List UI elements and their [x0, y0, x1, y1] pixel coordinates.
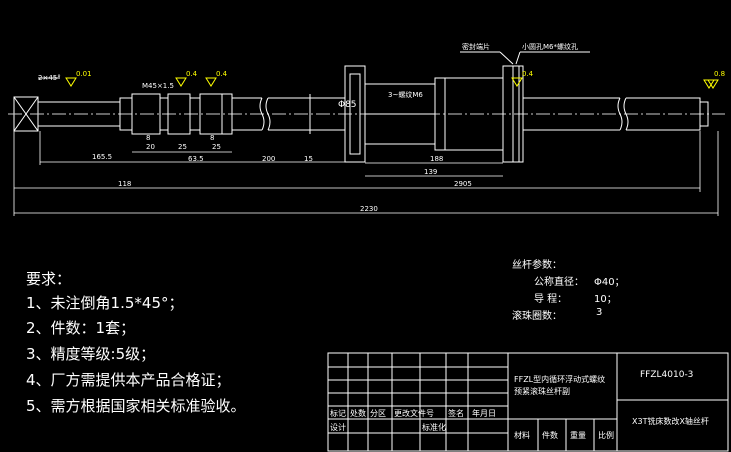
requirements-title: 要求：	[26, 270, 72, 288]
dim-d3: 25	[178, 143, 187, 151]
row-header-3: 分区	[370, 409, 386, 418]
row-header-4: 更改文件号	[394, 409, 434, 418]
design-label: 设计	[330, 423, 346, 432]
requirement-item-1: 1、未注倒角1.5*45°；	[26, 294, 184, 312]
param-label-1: 公称直径：	[534, 277, 584, 288]
bottom-header-2: 件数	[542, 431, 558, 440]
row-header-1: 标记	[330, 409, 346, 418]
dim-d8: 188	[430, 155, 444, 163]
row-header-2: 处数	[350, 409, 366, 418]
requirement-item-2: 2、件数：1套；	[26, 319, 136, 337]
standard-label: 标准化	[422, 423, 446, 432]
param-label-2: 导 程：	[534, 294, 568, 305]
dim-d10: 2905	[454, 180, 472, 188]
part-name: X3T铣床数改X轴丝杆	[632, 417, 709, 426]
chamfer-label: 2×45°	[38, 74, 61, 82]
dim-d5: 25	[212, 143, 221, 151]
tol-label-1: 0.01	[76, 70, 92, 78]
phi85-label: Φ85	[338, 100, 357, 110]
dim-d7: 15	[304, 155, 313, 163]
tol-label-4: 0.4	[522, 70, 534, 78]
dim-w1: 8	[146, 134, 151, 142]
thread-label: M45×1.5	[142, 82, 174, 90]
drawing-number: FFZL4010-3	[640, 370, 694, 380]
tol-label-3: 0.4	[216, 70, 228, 78]
param-value-3: 3	[596, 307, 603, 318]
row-header-6: 年月日	[472, 409, 496, 418]
dim-d11: 118	[118, 180, 132, 188]
product-name: FFZL型内循环浮动式螺纹预紧滚珠丝杆副	[514, 375, 606, 396]
row-header-5: 签名	[448, 409, 464, 418]
dim-d6: 200	[262, 155, 276, 163]
dim-d4: 63.5	[188, 155, 204, 163]
dim-d9: 139	[424, 168, 438, 176]
params-title: 丝杆参数：	[512, 260, 562, 271]
tol-label-7: 0.8	[714, 70, 726, 78]
param-value-1: Φ40；	[594, 277, 625, 288]
seal-end-label: 密封端片	[462, 43, 490, 51]
param-value-2: 10；	[594, 294, 617, 305]
dim-w2: 8	[210, 134, 215, 142]
dim-d2: 20	[146, 143, 155, 151]
requirement-item-5: 5、需方根据国家相关标准验收。	[26, 397, 246, 415]
requirement-item-4: 4、厂方需提供本产品合格证；	[26, 371, 231, 389]
oil-hole-label: 小圆孔M6*螺纹孔	[522, 43, 578, 51]
pitch-note-label: 3~螺纹M6	[388, 91, 423, 99]
dim-total: 2230	[360, 205, 378, 213]
bottom-header-4: 比例	[598, 431, 614, 440]
roughness-symbols	[65, 77, 719, 89]
bottom-header-3: 重量	[570, 431, 586, 440]
dim-d1: 165.5	[92, 153, 113, 161]
tol-label-2: 0.4	[186, 70, 198, 78]
param-label-3: 滚珠圈数：	[512, 311, 562, 322]
bottom-header-1: 材料	[514, 431, 530, 440]
requirement-item-3: 3、精度等级:5级；	[26, 345, 156, 363]
